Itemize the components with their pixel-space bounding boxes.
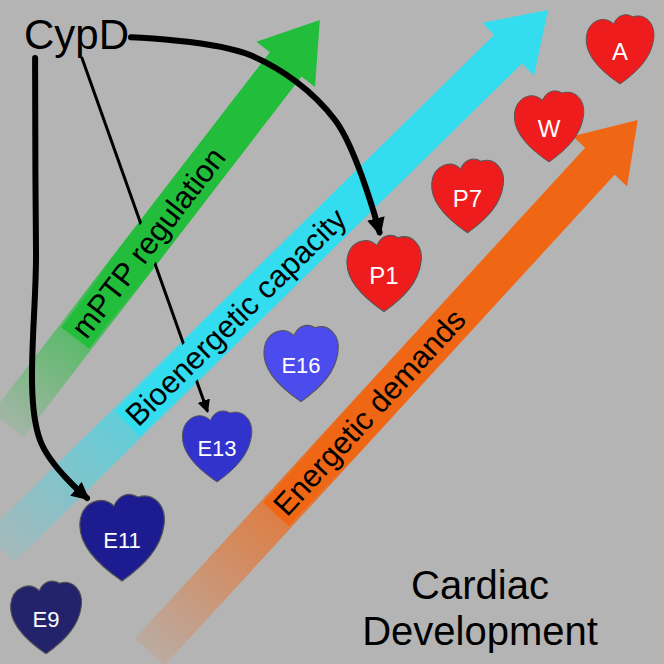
heart-body bbox=[11, 581, 82, 654]
heart-body bbox=[182, 411, 251, 482]
stage-label: E9 bbox=[33, 601, 60, 631]
factor-label: CypD bbox=[24, 14, 129, 56]
heart-body bbox=[432, 159, 504, 233]
stage-label: A bbox=[612, 32, 628, 64]
stage-label: E11 bbox=[103, 520, 141, 552]
heart-stage: P1 bbox=[340, 228, 428, 316]
heart-body bbox=[80, 494, 165, 581]
stage-label: W bbox=[538, 109, 561, 141]
stage-label: E16 bbox=[281, 347, 320, 378]
heart-body bbox=[514, 91, 583, 162]
heart-stage: E9 bbox=[4, 574, 88, 658]
heart-stage: P7 bbox=[425, 152, 510, 237]
influence-arrow bbox=[82, 58, 207, 411]
stage-label: P1 bbox=[369, 256, 398, 289]
heart-stage: E16 bbox=[257, 318, 345, 406]
heart-stage: A bbox=[580, 8, 660, 88]
influence-arrow bbox=[131, 37, 380, 232]
heart-body bbox=[347, 235, 421, 311]
caption-label: Cardiac Development bbox=[350, 562, 610, 654]
stage-label: E13 bbox=[197, 430, 236, 460]
heart-body bbox=[264, 325, 338, 401]
heart-stage: E13 bbox=[176, 404, 258, 486]
trend-arrow: Energetic demands bbox=[135, 120, 638, 664]
arrow-body bbox=[135, 120, 638, 664]
label-holder: Cardiac Development bbox=[350, 562, 610, 654]
influence-arrow bbox=[32, 58, 87, 498]
heart-body bbox=[586, 15, 654, 84]
heart-stage: W bbox=[508, 84, 590, 166]
factor-node: CypD bbox=[22, 12, 131, 58]
stage-label: P7 bbox=[453, 178, 482, 211]
